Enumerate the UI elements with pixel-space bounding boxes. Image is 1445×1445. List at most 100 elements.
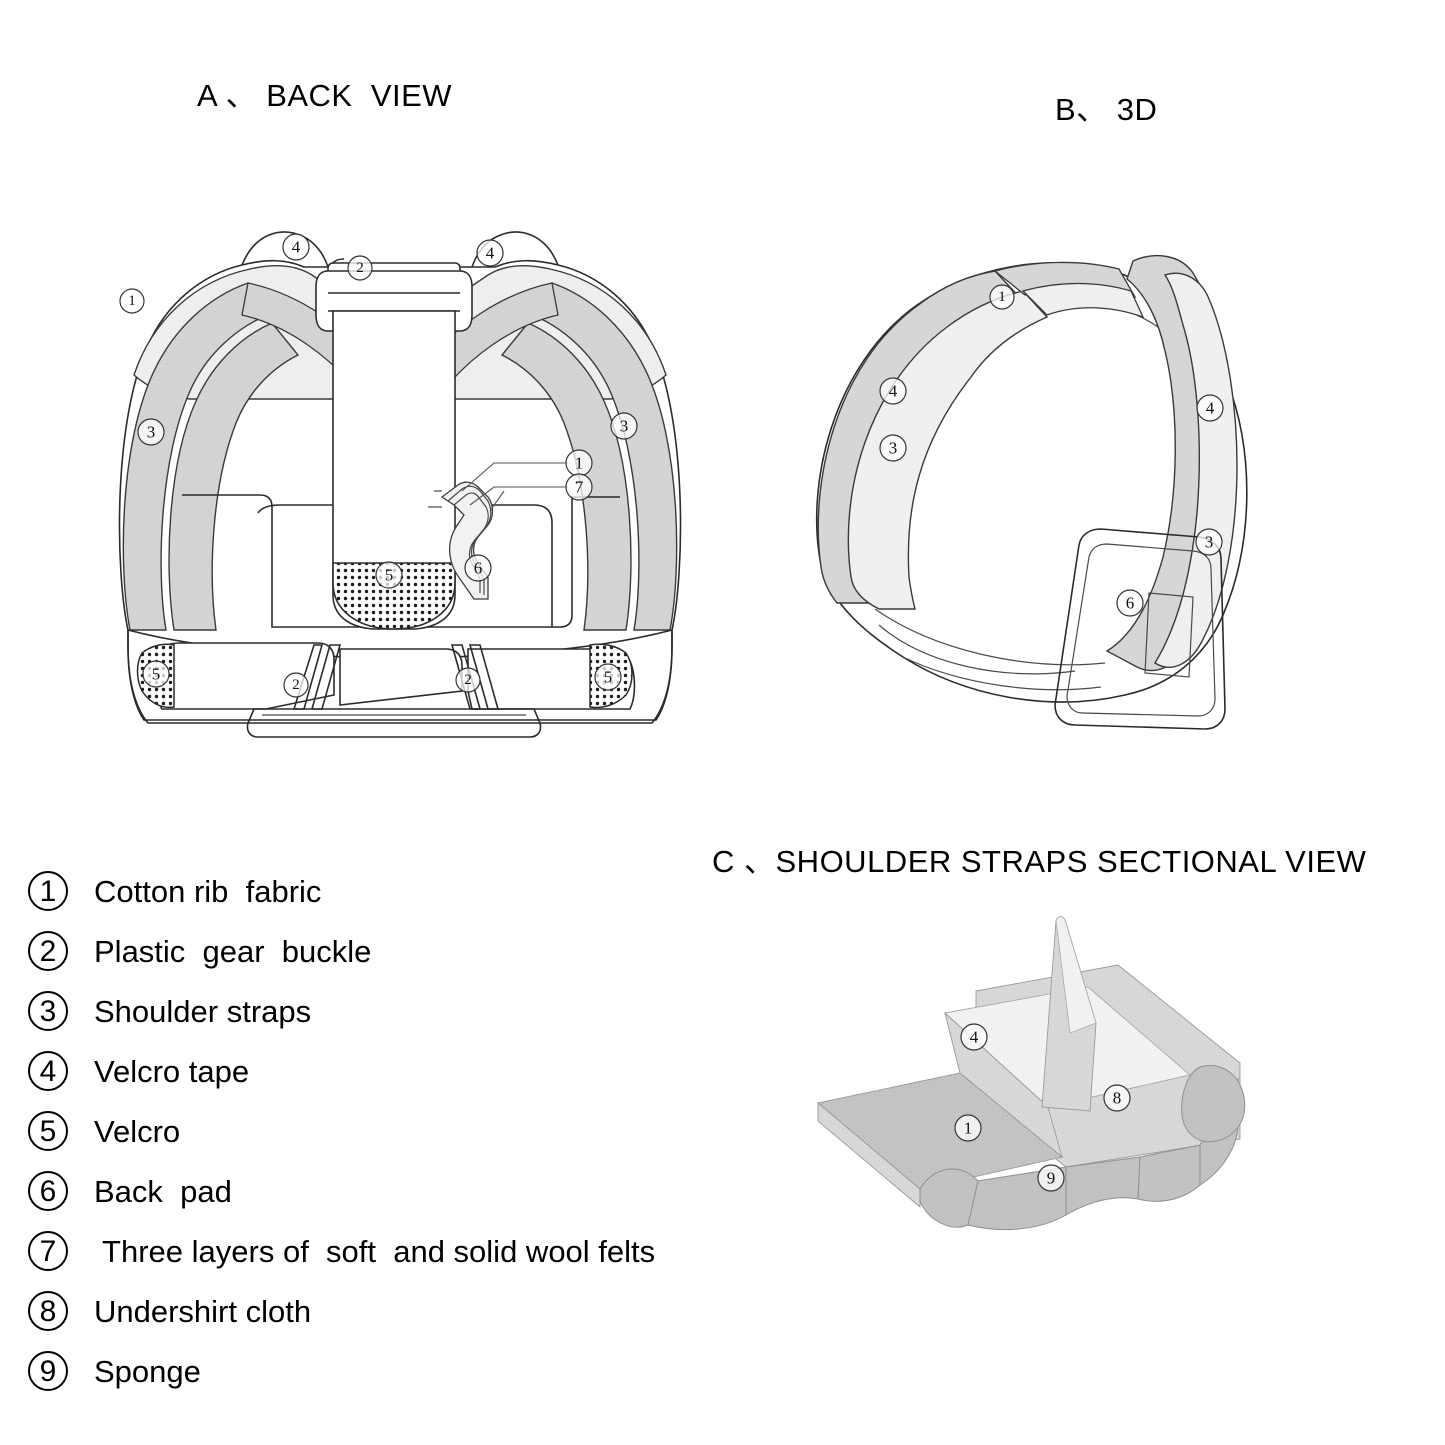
svg-text:4: 4 <box>486 244 495 263</box>
legend-label-text: Cotton rib fabric <box>94 874 322 909</box>
legend-label-text: Plastic gear buckle <box>94 934 372 969</box>
svg-text:5: 5 <box>385 566 394 585</box>
svg-text:6: 6 <box>1126 594 1135 613</box>
legend-label-text: Back pad <box>94 1174 232 1209</box>
legend-label-text: Undershirt cloth <box>94 1294 312 1329</box>
callout-5-left-velcro: 5 <box>142 660 170 688</box>
legend-number-8: 8 <box>24 1291 72 1333</box>
svg-text:8: 8 <box>1113 1089 1122 1108</box>
legend-item-2: 2 Plastic gear buckle <box>24 922 904 982</box>
callout-b-6-back-pad: 6 <box>1116 589 1144 617</box>
circle-outline-icon <box>28 1111 68 1151</box>
circle-outline-icon <box>28 1291 68 1331</box>
legend-item-1: 1 Cotton rib fabric <box>24 862 904 922</box>
callout-2-left-buckle: 2 <box>283 672 309 698</box>
callout-c-9: 9 <box>1037 1164 1065 1192</box>
legend-number-text: 3 <box>39 995 57 1028</box>
svg-text:7: 7 <box>575 478 584 497</box>
legend-item-8: 8 Undershirt cloth <box>24 1282 904 1342</box>
callout-b-4-left: 4 <box>879 377 907 405</box>
view-b-title: B、 3D <box>1055 92 1158 127</box>
view-a-back-view-drawing: 4 4 2 1 3 3 1 7 <box>118 231 682 738</box>
view-c-title: C 、SHOULDER STRAPS SECTIONAL VIEW <box>712 844 1367 879</box>
legend-number-6: 6 <box>24 1171 72 1213</box>
callout-4-right: 4 <box>476 239 504 267</box>
circle-outline-icon <box>28 871 68 911</box>
svg-text:3: 3 <box>620 417 629 436</box>
callout-b-4-right: 4 <box>1196 394 1224 422</box>
callout-c-8: 8 <box>1103 1084 1131 1112</box>
view-b-3d-drawing: 1 4 3 4 3 6 <box>815 254 1248 730</box>
svg-text:3: 3 <box>1205 533 1214 552</box>
svg-text:5: 5 <box>604 668 613 687</box>
legend-number-3: 3 <box>24 991 72 1033</box>
legend-number-text: 6 <box>39 1175 57 1208</box>
legend-list: 1 Cotton rib fabric 2 Plastic gear buckl… <box>24 862 904 1402</box>
legend-number-4: 4 <box>24 1051 72 1093</box>
legend-number-text: 5 <box>39 1115 57 1148</box>
legend-label-text: Three layers of soft and solid wool felt… <box>94 1234 656 1269</box>
callout-3-left-strap: 3 <box>137 418 165 446</box>
callout-4-left: 4 <box>282 233 310 261</box>
svg-text:3: 3 <box>147 423 156 442</box>
svg-text:2: 2 <box>464 672 472 688</box>
legend-number-2: 2 <box>24 931 72 973</box>
callout-2-right-buckle: 2 <box>455 667 481 693</box>
svg-text:1: 1 <box>964 1119 973 1138</box>
callout-b-3-right: 3 <box>1195 528 1223 556</box>
svg-text:2: 2 <box>292 677 300 693</box>
circle-outline-icon <box>28 1051 68 1091</box>
circle-outline-icon <box>28 931 68 971</box>
legend-number-text: 2 <box>39 935 57 968</box>
legend-label-text: Velcro <box>94 1114 181 1149</box>
legend-number-text: 7 <box>39 1235 57 1268</box>
svg-text:4: 4 <box>292 238 301 257</box>
svg-text:4: 4 <box>1206 399 1215 418</box>
circle-outline-icon <box>28 1231 68 1271</box>
legend-item-3: 3 Shoulder straps <box>24 982 904 1042</box>
view-a-title: A 、 BACK VIEW <box>197 78 453 113</box>
svg-text:4: 4 <box>889 382 898 401</box>
circle-outline-icon <box>28 991 68 1031</box>
callout-5-right-velcro: 5 <box>594 663 622 691</box>
svg-text:2: 2 <box>356 260 364 276</box>
legend-number-text: 9 <box>39 1355 57 1388</box>
legend-number-5: 5 <box>24 1111 72 1153</box>
callout-c-1: 1 <box>954 1114 982 1142</box>
legend-number-1: 1 <box>24 871 72 913</box>
legend-item-5: 5 Velcro <box>24 1102 904 1162</box>
legend-number-text: 4 <box>39 1055 57 1088</box>
svg-text:1: 1 <box>128 293 136 309</box>
legend-item-7: 7 Three layers of soft and solid wool fe… <box>24 1222 904 1282</box>
legend-item-4: 4 Velcro tape <box>24 1042 904 1102</box>
circle-outline-icon <box>28 1351 68 1391</box>
legend-number-7: 7 <box>24 1231 72 1273</box>
svg-text:5: 5 <box>152 665 161 684</box>
callout-1-left-strap: 1 <box>119 288 145 314</box>
legend-item-6: 6 Back pad <box>24 1162 904 1222</box>
callout-6-back-pad: 6 <box>464 554 492 582</box>
callout-2-top-buckle: 2 <box>347 255 373 281</box>
legend-number-text: 1 <box>39 875 57 908</box>
svg-text:9: 9 <box>1047 1169 1056 1188</box>
svg-text:1: 1 <box>998 289 1006 305</box>
callout-7-felt-detail: 7 <box>565 473 593 501</box>
legend-label-text: Velcro tape <box>94 1054 250 1089</box>
callout-b-1: 1 <box>989 284 1015 310</box>
callout-5-center-velcro: 5 <box>375 561 403 589</box>
circle-outline-icon <box>28 1171 68 1211</box>
legend-number-text: 8 <box>39 1295 57 1328</box>
callout-3-right-strap: 3 <box>610 412 638 440</box>
legend-item-9: 9 Sponge <box>24 1342 904 1402</box>
callout-b-3-left: 3 <box>879 434 907 462</box>
callout-c-4: 4 <box>960 1023 988 1051</box>
legend-label-text: Sponge <box>94 1354 201 1389</box>
legend-label-text: Shoulder straps <box>94 994 312 1029</box>
svg-text:6: 6 <box>474 559 483 578</box>
view-c-sectional-drawing: 4 8 1 9 <box>817 916 1246 1231</box>
callout-1-felt-detail: 1 <box>565 449 593 477</box>
legend-number-9: 9 <box>24 1351 72 1393</box>
svg-text:1: 1 <box>575 454 584 473</box>
svg-text:4: 4 <box>970 1028 979 1047</box>
